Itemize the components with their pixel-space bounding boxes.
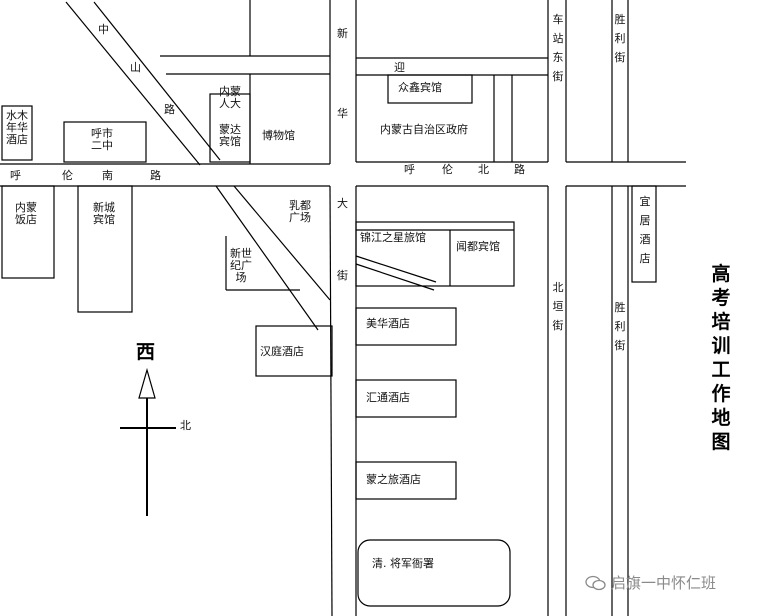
place-xinshiji-square: 新世 纪广 场	[230, 247, 252, 284]
building-hanting	[255, 325, 333, 377]
building-huitong	[355, 379, 457, 418]
street-xinhua-hua: 华	[337, 107, 348, 120]
place-meihua-hotel: 美华酒店	[366, 317, 410, 330]
street-zhongshan-zhong: 中	[98, 23, 109, 36]
place-zhongxin-hotel: 众鑫宾馆	[398, 81, 442, 94]
place-huitong-hotel: 汇通酒店	[366, 391, 410, 404]
building-yiju	[631, 185, 657, 283]
road-xinhua-left-lower	[329, 185, 333, 616]
street-beiheng: 北垣街	[552, 281, 564, 332]
place-wendu-hotel: 闻都宾馆	[456, 240, 500, 253]
street-xinhua-da: 大	[337, 197, 348, 210]
street-xinhua-jie: 街	[337, 269, 348, 282]
building-mengzhilv	[355, 461, 457, 500]
place-rudu-square: 乳都 广场	[289, 199, 311, 224]
street-hulunnan-3: 南	[102, 169, 113, 182]
building-jiangjun-yashu	[357, 539, 511, 607]
street-shengli-lower: 胜利街	[614, 301, 626, 352]
road-zhongshan-edge-2	[93, 1, 221, 161]
street-hulunnan-1: 呼	[10, 169, 21, 182]
place-mengda-hotel: 蒙达 宾馆	[219, 123, 241, 148]
road-jinjiang-alley-2	[355, 263, 435, 291]
building-hushi-erzhong	[63, 121, 147, 163]
street-ying: 迎	[394, 61, 405, 74]
compass-arrow-icon	[138, 367, 156, 399]
street-hulunbei-3: 北	[478, 163, 489, 176]
place-neimeng-renda: 内蒙 人大	[219, 85, 241, 110]
building-neimeng	[1, 185, 55, 279]
street-xinhua-xin: 新	[337, 27, 348, 40]
road-zhongshan-edge-1	[65, 1, 201, 166]
compass-west-label: 西	[136, 341, 156, 363]
compass-north-label: 北	[180, 419, 191, 432]
place-jiangjun-yashu: 清. 将军衙署	[372, 557, 434, 570]
place-xincheng-hotel: 新城 宾馆	[93, 201, 115, 226]
street-hulunbei-1: 呼	[404, 163, 415, 176]
place-gov-building: 内蒙古自治区政府	[380, 123, 468, 136]
building-meihua	[355, 307, 457, 346]
street-shengli-upper: 胜利街	[614, 13, 626, 64]
street-hulunnan-4: 路	[150, 169, 161, 182]
map-title: 高考培训工作地图	[711, 263, 731, 453]
road-jinjiang-alley-1	[355, 255, 437, 283]
road-diag-lower-2	[233, 185, 331, 301]
place-hanting-hotel: 汉庭酒店	[260, 345, 304, 358]
building-xincheng	[77, 185, 133, 313]
street-hulunbei-4: 路	[514, 163, 525, 176]
place-yiju-hotel: 宜居酒店	[639, 195, 651, 265]
place-museum: 博物馆	[262, 129, 295, 142]
street-hulunbei-2: 伦	[442, 163, 453, 176]
place-neimeng-restaurant: 内蒙 饭店	[15, 201, 37, 226]
street-zhongshan-lu: 路	[164, 103, 175, 116]
street-chezhan-dongjie: 车站东街	[552, 13, 564, 83]
place-hushi-erzhong: 呼市 二中	[91, 127, 113, 152]
building-mengda	[209, 93, 251, 163]
watermark: 启旗一中怀仁班	[585, 572, 716, 593]
building-jinjiang	[355, 221, 515, 287]
place-mengzhilv-hotel: 蒙之旅酒店	[366, 473, 421, 486]
building-zhongxin	[387, 74, 473, 104]
watermark-text: 启旗一中怀仁班	[611, 574, 717, 592]
building-shuimu	[1, 105, 33, 161]
wechat-icon	[585, 575, 606, 590]
road-diag-lower-1	[215, 185, 319, 331]
place-shuimu-hotel: 水木 年华 酒店	[6, 109, 28, 146]
street-hulunnan-2: 伦	[62, 169, 73, 182]
street-zhongshan-shan: 山	[130, 61, 141, 74]
place-jinjiang-inn: 锦江之星旅馆	[360, 231, 426, 244]
